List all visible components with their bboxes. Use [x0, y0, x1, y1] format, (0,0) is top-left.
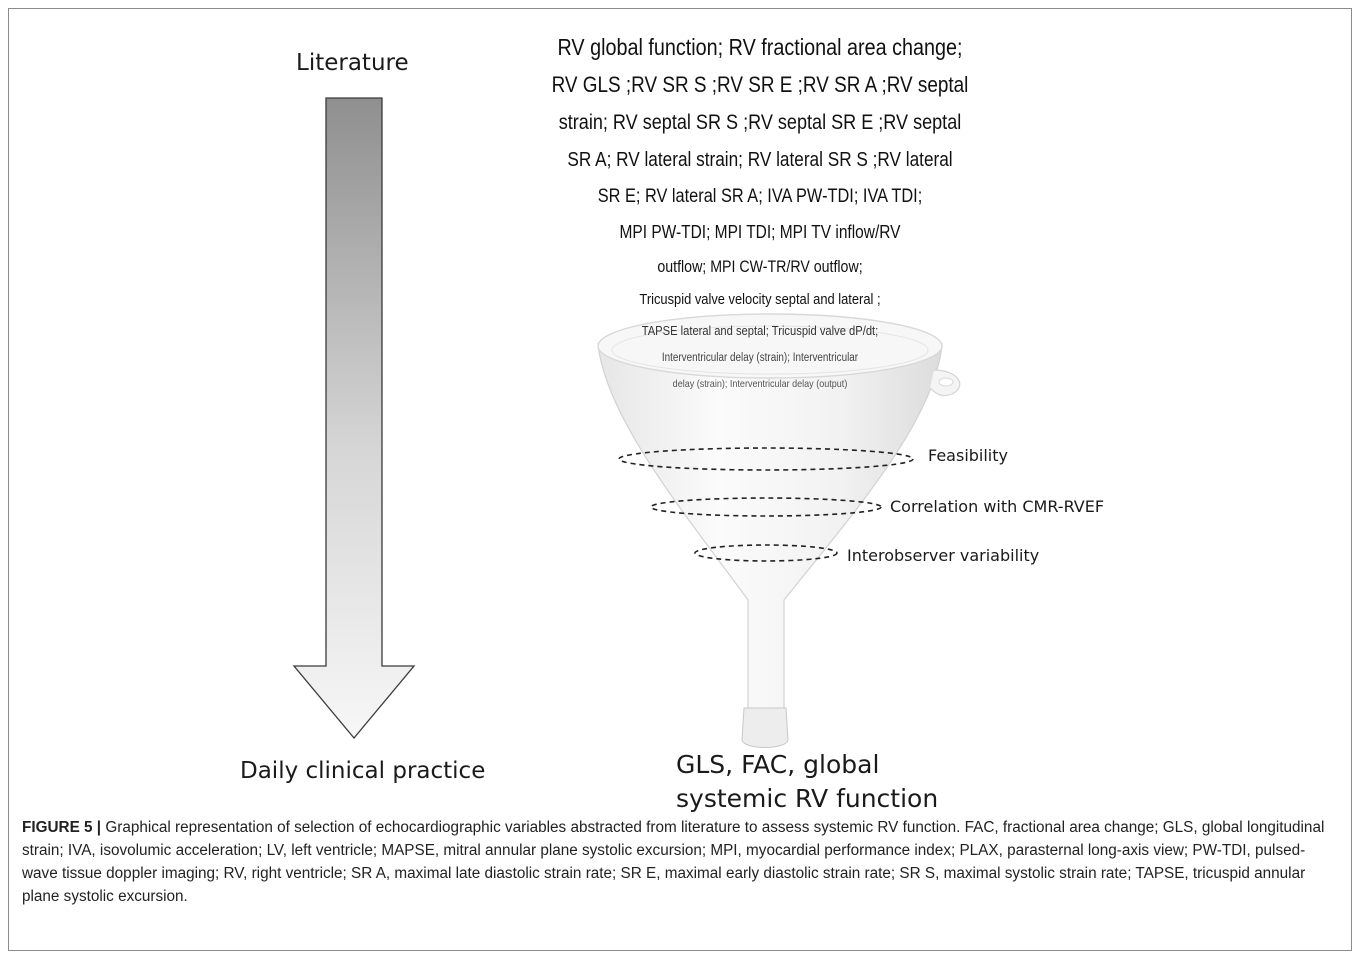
- stage-feasibility-label: Feasibility: [928, 446, 1008, 465]
- variables-line: strain; RV septal SR S ;RV septal SR E ;…: [558, 111, 962, 134]
- variables-line: Tricuspid valve velocity septal and late…: [639, 291, 881, 308]
- daily-clinical-practice-label: Daily clinical practice: [240, 758, 486, 784]
- stage-interobserver-label: Interobserver variability: [847, 546, 1040, 565]
- variables-line: TAPSE lateral and septal; Tricuspid valv…: [641, 323, 879, 338]
- variables-line: SR A; RV lateral strain; RV lateral SR S…: [567, 149, 953, 171]
- variables-line: MPI PW-TDI; MPI TDI; MPI TV inflow/RV: [619, 222, 901, 242]
- variables-line: outflow; MPI CW-TR/RV outflow;: [657, 258, 863, 276]
- filter-ring-feasibility: [618, 447, 914, 471]
- funnel-illustration: [597, 313, 961, 748]
- figure-caption: FIGURE 5 | Graphical representation of s…: [22, 816, 1340, 908]
- variables-line: RV GLS ;RV SR S ;RV SR E ;RV SR A ;RV se…: [551, 72, 969, 97]
- down-arrow: [292, 97, 416, 740]
- result-line: GLS, FAC, global: [676, 750, 880, 779]
- variables-list: RV global function; RV fractional area c…: [511, 28, 1010, 397]
- result-label: GLS, FAC, global systemic RV function: [676, 748, 938, 816]
- variables-line: Interventricular delay (strain); Interve…: [661, 352, 859, 364]
- variables-line: RV global function; RV fractional area c…: [557, 34, 963, 60]
- caption-text: Graphical representation of selection of…: [22, 819, 1325, 905]
- variables-line: delay (strain); Interventricular delay (…: [672, 378, 848, 390]
- figure-frame: [8, 8, 1352, 951]
- filter-ring-interobserver: [694, 544, 838, 562]
- filter-ring-correlation: [650, 497, 882, 517]
- literature-label: Literature: [296, 50, 409, 76]
- figure-number: FIGURE 5 |: [22, 819, 102, 836]
- result-line: systemic RV function: [676, 784, 939, 813]
- stage-correlation-label: Correlation with CMR-RVEF: [890, 497, 1105, 516]
- variables-line: SR E; RV lateral SR A; IVA PW-TDI; IVA T…: [597, 186, 923, 207]
